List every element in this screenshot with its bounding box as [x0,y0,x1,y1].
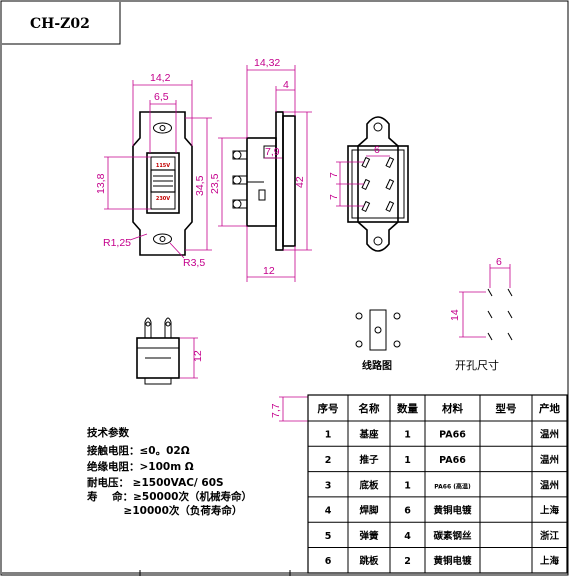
table-cell: 焊脚 [359,505,379,517]
dim-hole-radius: R3,5 [183,257,205,269]
spec-line-2: 绝缘电阻：>100m Ω [87,460,194,473]
dim-bottom-pitch-v2: 7 [328,194,340,200]
dim-row-pitch: 7,7 [270,403,282,418]
specs-title: 技术参数 [87,426,129,439]
spec-line-3: 耐电压： ≥1500VAC/ 60S [87,476,224,489]
part-code: CH-Z02 [30,16,90,32]
side-view [232,111,296,251]
table-cell: 浙江 [540,530,560,542]
table-cell: 1 [404,480,411,491]
dim-front-width: 14,2 [150,72,171,84]
label-115v: 115V [156,163,170,169]
dim-corner-radius: R1,25 [103,237,131,249]
table-header-cell: 序号 [318,402,339,415]
spec-line-1: 接触电阻：≤0。02Ω [87,444,190,457]
table-dimension: 7,7 [270,396,308,422]
table-cell: 1 [325,430,332,441]
table-cell: 碳素钢丝 [433,530,472,542]
dim-side-base: 12 [263,265,275,277]
dim-side-width: 14,32 [254,57,280,69]
spec-line-5: ≥10000次（负荷寿命） [87,504,242,517]
table-cell: 2 [404,556,411,567]
table-header-cell: 名称 [359,402,380,415]
table-cell: PA66 [439,430,466,441]
table-cell: 温州 [540,454,559,466]
table-cell: 3 [325,480,332,491]
table-cell: 5 [325,531,332,542]
hole-dimensions: 6 14 [449,256,511,338]
dim-front-inner: 6,5 [154,91,169,103]
table-cell: PA66 (高温) [434,482,471,490]
dim-front-height: 34,5 [194,175,206,196]
table-cell: 推子 [359,454,379,466]
dim-bottom-pitch-v: 7 [328,172,340,178]
table-cell: PA66 [439,455,466,466]
table-cell: 温州 [540,479,559,491]
mount-hole-top [159,125,166,131]
dim-side-top: 4 [283,79,289,91]
table-cell: 黄铜电镀 [433,555,472,567]
table-cell: 6 [404,506,411,517]
hole-layout: 开孔尺寸 [455,288,513,372]
dim-hole-pitch-v: 14 [449,309,461,321]
circuit-diagram: 线路图 [355,309,401,372]
table-cell: 6 [325,556,332,567]
table-cell: 基座 [358,429,379,441]
dim-bottom-pitch: 6 [374,144,380,156]
table-header-cell: 材料 [441,402,463,415]
table-cell: 跳板 [359,555,379,567]
table-cell: 2 [325,455,332,466]
table-cell: 上海 [540,555,560,567]
table-header-cell: 型号 [496,402,517,415]
hole-caption: 开孔尺寸 [455,358,499,372]
side-terminals [232,150,248,209]
table-cell: 黄铜电镀 [433,505,472,517]
table-header-cell: 产地 [539,402,560,415]
table-cell: 1 [404,455,411,466]
table-header-cell: 数量 [396,402,418,415]
table-cell: 底板 [358,479,379,491]
mount-hole-bottom [159,236,166,242]
dim-side-body: 23,5 [209,173,221,194]
title-box [2,2,121,45]
dim-side-step: 7,9 [265,146,280,158]
table-cell: 弹簧 [359,530,379,542]
circuit-caption: 线路图 [362,359,392,372]
table-cell: 4 [404,531,411,542]
technical-specs: 技术参数 接触电阻：≤0。02Ω 绝缘电阻：>100m Ω 耐电压： ≥1500… [87,426,252,517]
label-230v: 230V [156,196,170,202]
spec-line-4: 寿 命：≥50000次（机械寿命） [87,490,252,503]
bottom-terminals [361,156,395,213]
dim-front-window: 13,8 [95,173,107,194]
table-cell: 温州 [540,429,559,441]
terminal-side-view [136,317,180,385]
side-dimensions: 14,32 4 7,9 23,5 42 12 [209,57,312,282]
front-dimensions: 14,2 6,5 13,8 34,5 R1,25 R3,5 [95,72,212,269]
dim-hole-pitch-h: 6 [496,256,502,268]
dim-small-height: 12 [192,350,204,362]
bottom-dimensions: 6 7 7 [328,144,390,207]
dim-side-height: 42 [294,176,306,188]
front-view: 115V 230V [132,111,193,256]
table-cell: 1 [404,430,411,441]
table-cell: 4 [325,506,332,517]
terminal-side-dimensions: 12 [180,337,204,379]
table-cell: 上海 [540,505,560,517]
